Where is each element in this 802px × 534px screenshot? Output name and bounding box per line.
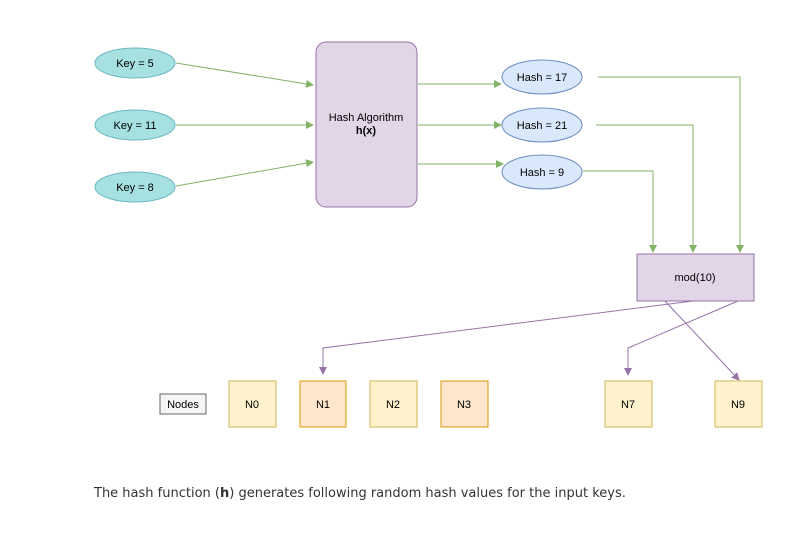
node-box-n9: N9 [714, 380, 763, 428]
node-label: N2 [386, 399, 400, 411]
mod-block: mod(10) [636, 253, 755, 302]
node-box-n2: N2 [369, 380, 418, 428]
edge-mod-to-n1 [319, 300, 694, 375]
hash-node: Hash = 21 [501, 107, 583, 143]
node-box-n3: N3 [440, 380, 489, 428]
node-boxes: N0 N1 N2 N3 N7 N9 [228, 380, 763, 428]
caption-text-bold: h [219, 486, 230, 501]
node-label: N1 [316, 399, 330, 411]
mod-label: mod(10) [675, 272, 716, 284]
diagram-caption: The hash function (h) generates followin… [94, 486, 794, 501]
caption-text-after: ) generates following random hash values… [229, 486, 626, 501]
caption-text-before: The hash function ( [94, 486, 220, 501]
node-box-n1: N1 [299, 380, 347, 428]
node-label: N9 [731, 399, 745, 411]
key-node: Key = 11 [94, 109, 176, 141]
edge-9-to-mod [583, 170, 657, 253]
hash-to-mod-edges [583, 76, 744, 253]
node-label: N7 [621, 399, 635, 411]
key-node: Key = 8 [94, 171, 176, 203]
edge-21-to-mod [596, 124, 697, 253]
hash-label: Hash = 21 [517, 120, 567, 132]
key-label: Key = 8 [116, 182, 154, 194]
node-box-n0: N0 [228, 380, 277, 428]
nodes-legend-label: Nodes [167, 399, 199, 411]
algorithm-title: Hash Algorithm [329, 112, 404, 124]
key-label: Key = 5 [116, 58, 154, 70]
algorithm-to-hash-edges [418, 80, 504, 168]
node-label: N0 [245, 399, 259, 411]
edge-17-to-mod [598, 76, 744, 253]
hash-node: Hash = 17 [501, 59, 583, 95]
hash-label: Hash = 9 [520, 167, 564, 179]
key-ellipses: Key = 5 Key = 11 Key = 8 [94, 47, 176, 203]
edge-key-8 [175, 159, 314, 187]
hash-label: Hash = 17 [517, 72, 567, 84]
node-label: N3 [457, 399, 471, 411]
key-label: Key = 11 [114, 120, 157, 132]
key-node: Key = 5 [94, 47, 176, 79]
hash-ellipses: Hash = 17 Hash = 21 Hash = 9 [501, 59, 583, 190]
edge-mod-to-n9 [664, 300, 740, 381]
key-to-algorithm-edges [175, 62, 314, 187]
hash-diagram: Key = 5 Key = 11 Key = 8 Hash Algorithm … [94, 41, 763, 428]
node-box-n7: N7 [604, 380, 653, 428]
hash-node: Hash = 9 [501, 154, 583, 190]
algorithm-function: h(x) [356, 125, 377, 137]
edge-mod-to-n7 [624, 300, 739, 376]
nodes-legend: Nodes [159, 393, 207, 415]
hash-algorithm-block: Hash Algorithm h(x) [315, 41, 418, 208]
edge-key-5 [175, 62, 314, 88]
mod-to-node-edges [319, 300, 740, 381]
